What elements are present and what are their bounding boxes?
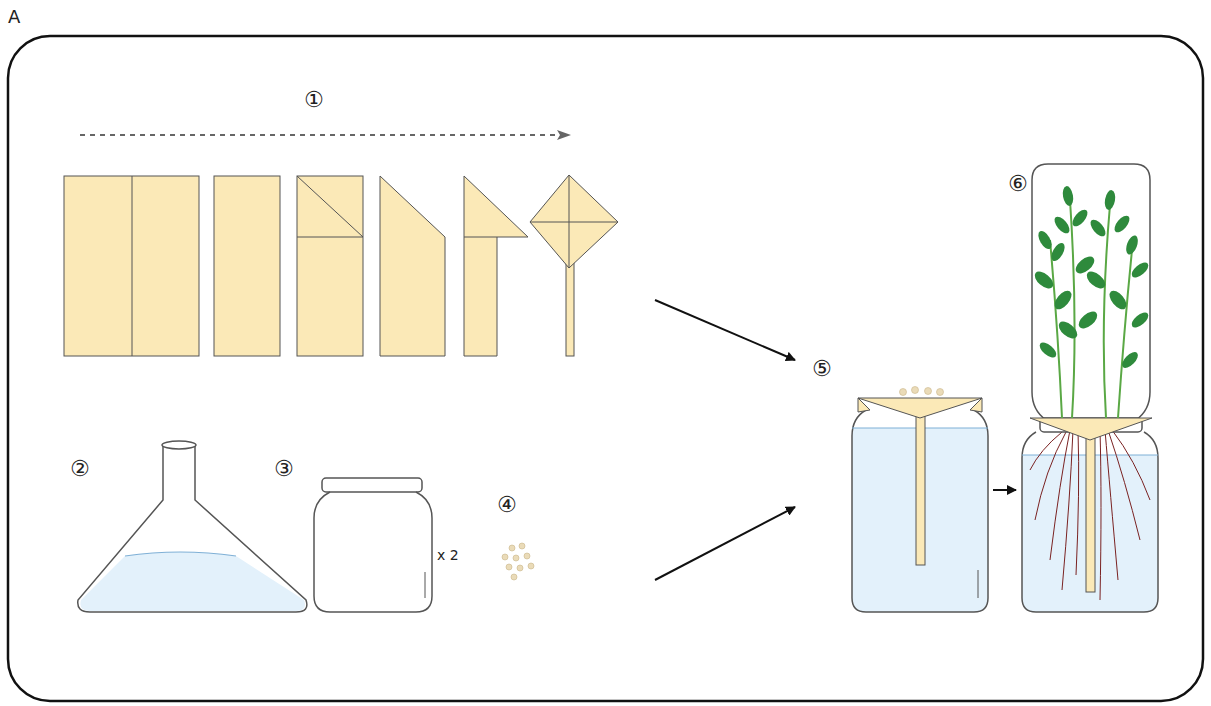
callout-number: ⑤ <box>812 358 832 380</box>
callout-number: ④ <box>497 494 517 516</box>
callout-number: ① <box>304 89 324 111</box>
callout-number: ③ <box>274 458 294 480</box>
callout-number: ② <box>70 458 90 480</box>
quantity-label: x 2 <box>437 548 459 562</box>
panel-letter: A <box>8 8 20 26</box>
callout-number: ⑥ <box>1008 173 1028 195</box>
